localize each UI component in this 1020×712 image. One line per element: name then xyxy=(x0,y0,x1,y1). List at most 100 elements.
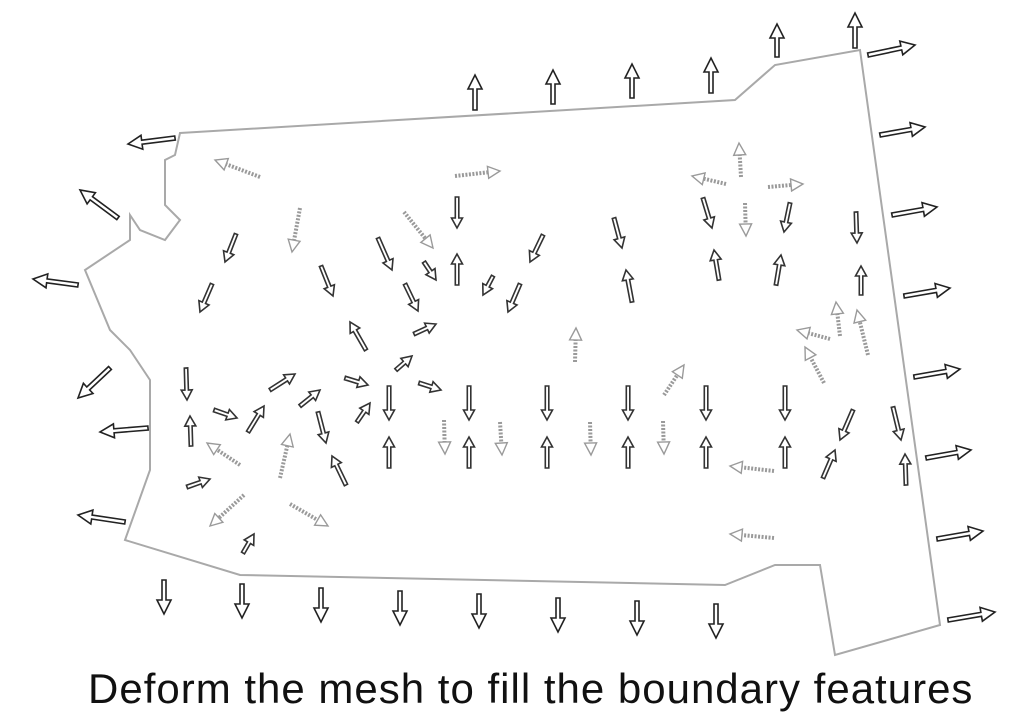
dotted-arrow-shaft xyxy=(225,162,261,179)
dotted-arrow-shaft xyxy=(402,210,428,240)
dotted-arrow-head xyxy=(671,363,685,380)
hollow-arrow-icon xyxy=(621,435,635,469)
hollow-arrow-icon xyxy=(183,414,198,447)
dotted-arrow-head xyxy=(287,238,302,254)
hollow-arrow-icon xyxy=(76,365,113,400)
dotted-arrow-shaft xyxy=(442,419,447,443)
hollow-arrow-icon xyxy=(470,593,488,630)
dotted-arrow-shaft xyxy=(662,373,679,397)
dotted-arrow-icon xyxy=(656,420,671,456)
hollow-arrow-icon xyxy=(898,452,913,486)
hollow-arrow-icon xyxy=(185,476,212,490)
hollow-arrow-icon xyxy=(315,410,330,445)
hollow-arrow-icon xyxy=(462,385,476,422)
dotted-arrow-head xyxy=(419,233,434,250)
dotted-arrow-head xyxy=(280,432,295,448)
hollow-arrow-icon xyxy=(772,253,787,287)
hollow-arrow-icon xyxy=(245,404,265,434)
hollow-arrow-icon xyxy=(540,385,554,422)
hollow-arrow-icon xyxy=(126,133,177,151)
dotted-arrow-icon xyxy=(213,157,261,179)
hollow-arrow-icon xyxy=(382,435,396,469)
dotted-arrow-shaft xyxy=(703,176,727,186)
dotted-arrow-head xyxy=(732,141,747,157)
hollow-arrow-icon xyxy=(549,597,567,634)
hollow-arrow-icon xyxy=(854,264,868,296)
hollow-arrow-icon xyxy=(382,385,396,422)
hollow-arrow-icon xyxy=(779,201,793,234)
hollow-arrow-icon xyxy=(708,248,723,282)
dotted-arrow-icon xyxy=(205,442,242,467)
dotted-arrow-head xyxy=(208,512,225,528)
dotted-arrow-shaft xyxy=(573,339,578,363)
dotted-arrow-shaft xyxy=(588,421,593,444)
hollow-arrow-icon xyxy=(768,22,786,58)
hollow-arrow-icon xyxy=(837,408,856,442)
dotted-arrow-head xyxy=(853,308,867,325)
dotted-arrow-head xyxy=(690,171,707,186)
dotted-arrow-head xyxy=(583,442,598,457)
interior-displacement-arrows xyxy=(179,141,913,556)
hollow-arrow-icon xyxy=(417,380,443,394)
dotted-arrow-shaft xyxy=(857,321,870,356)
hollow-arrow-icon xyxy=(912,363,962,380)
hollow-arrow-icon xyxy=(450,252,464,286)
hollow-arrow-icon xyxy=(866,40,917,58)
hollow-arrow-icon xyxy=(98,422,150,440)
hollow-arrow-icon xyxy=(222,232,239,264)
hollow-arrow-icon xyxy=(76,508,127,526)
dotted-arrow-head xyxy=(486,165,502,180)
dotted-arrow-icon xyxy=(738,202,753,238)
hollow-arrow-icon xyxy=(268,373,297,393)
dotted-arrow-icon xyxy=(278,432,295,479)
caption-text: Deform the mesh to fill the boundary fea… xyxy=(88,665,974,712)
hollow-arrow-icon xyxy=(297,388,322,409)
hollow-arrow-icon xyxy=(935,525,985,542)
dotted-arrow-icon xyxy=(437,419,452,456)
hollow-arrow-icon xyxy=(621,385,635,422)
dotted-arrow-head xyxy=(205,442,222,456)
hollow-arrow-icon xyxy=(375,236,394,272)
hollow-arrow-icon xyxy=(700,196,716,230)
dotted-arrow-icon xyxy=(208,493,246,528)
hollow-arrow-icon xyxy=(391,590,409,627)
dotted-arrow-icon xyxy=(853,308,870,356)
hollow-arrow-icon xyxy=(820,448,838,480)
dotted-arrow-shaft xyxy=(292,207,302,241)
hollow-arrow-icon xyxy=(421,259,437,282)
hollow-arrow-icon xyxy=(778,385,792,422)
hollow-arrow-icon xyxy=(924,444,973,461)
dotted-arrow-icon xyxy=(830,300,845,337)
hollow-arrow-icon xyxy=(621,268,635,304)
dotted-arrow-shaft xyxy=(278,445,290,479)
hollow-arrow-icon xyxy=(528,233,546,264)
mesh-deformation-diagram xyxy=(31,11,997,657)
hollow-arrow-icon xyxy=(31,272,80,290)
dotted-arrow-head xyxy=(795,326,812,341)
dotted-arrow-head xyxy=(213,157,230,172)
hollow-arrow-icon xyxy=(699,385,713,422)
hollow-arrow-icon xyxy=(707,603,725,640)
hollow-arrow-icon xyxy=(890,405,906,442)
hollow-arrow-icon xyxy=(849,211,864,245)
dotted-arrow-head xyxy=(568,326,583,341)
hollow-arrow-icon xyxy=(402,282,420,313)
dotted-arrow-icon xyxy=(454,165,502,180)
dotted-arrow-icon xyxy=(583,421,598,457)
hollow-arrow-icon xyxy=(343,375,370,389)
dotted-arrow-head xyxy=(494,441,509,457)
dotted-arrow-shaft xyxy=(741,465,775,473)
dotted-arrow-head xyxy=(804,345,818,362)
dotted-arrow-shaft xyxy=(498,421,504,444)
dotted-arrow-head xyxy=(313,513,330,527)
hollow-arrow-icon xyxy=(179,367,194,402)
hollow-arrow-icon xyxy=(450,196,464,230)
dotted-arrow-icon xyxy=(728,528,775,543)
hollow-arrow-icon xyxy=(412,322,438,337)
hollow-arrow-icon xyxy=(233,583,251,620)
dotted-arrow-shaft xyxy=(661,420,666,443)
dotted-arrow-head xyxy=(830,300,845,316)
hollow-arrow-icon xyxy=(393,354,414,373)
dotted-arrow-icon xyxy=(728,460,775,475)
dotted-arrow-icon xyxy=(795,326,831,341)
